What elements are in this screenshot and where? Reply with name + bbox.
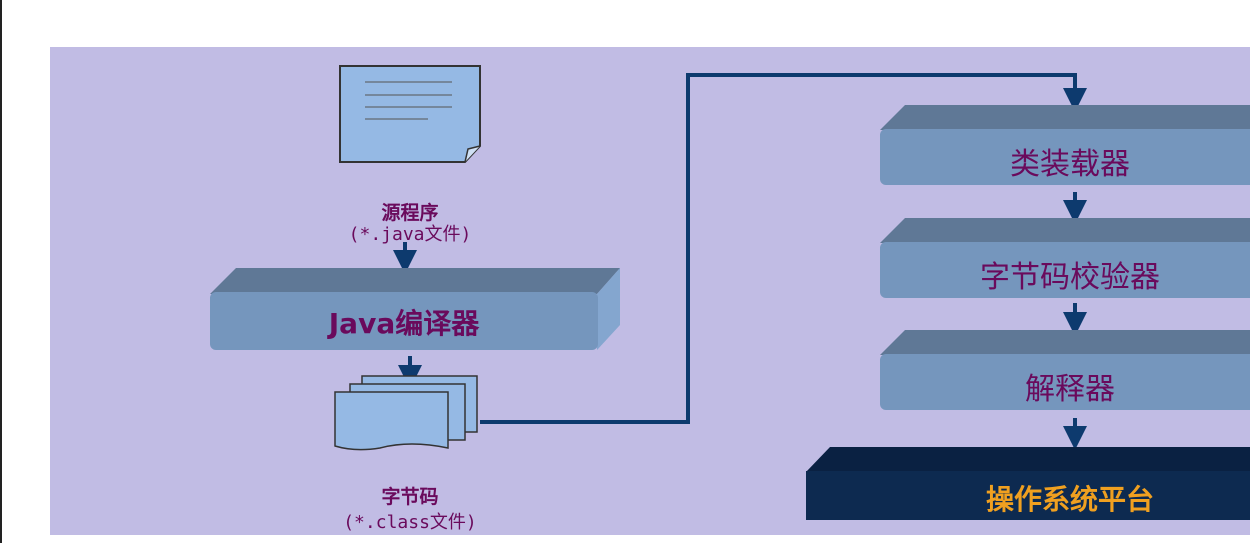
source-subtitle: (*.java文件) [348, 224, 472, 245]
verifier-label: 字节码校验器 [980, 260, 1160, 295]
compiler-label: Java编译器 [328, 307, 480, 340]
classloader-box [880, 105, 1250, 185]
bytecode-title: 字节码 [381, 486, 439, 508]
compiler-box [210, 268, 620, 350]
bytecode-subtitle: (*.class文件) [343, 512, 477, 533]
interpreter-label: 解释器 [1025, 372, 1115, 407]
window-edge [0, 0, 2, 543]
platform-box [806, 447, 1250, 520]
source-file-icon [339, 65, 481, 163]
platform-label: 操作系统平台 [985, 483, 1154, 516]
bytecode-files-icon [334, 375, 478, 451]
classloader-label: 类装载器 [1010, 147, 1130, 182]
source-title: 源程序 [381, 202, 439, 224]
interpreter-box [880, 330, 1250, 410]
arrow-bytecode-to-classloader [480, 73, 1087, 424]
verifier-box [880, 218, 1250, 298]
